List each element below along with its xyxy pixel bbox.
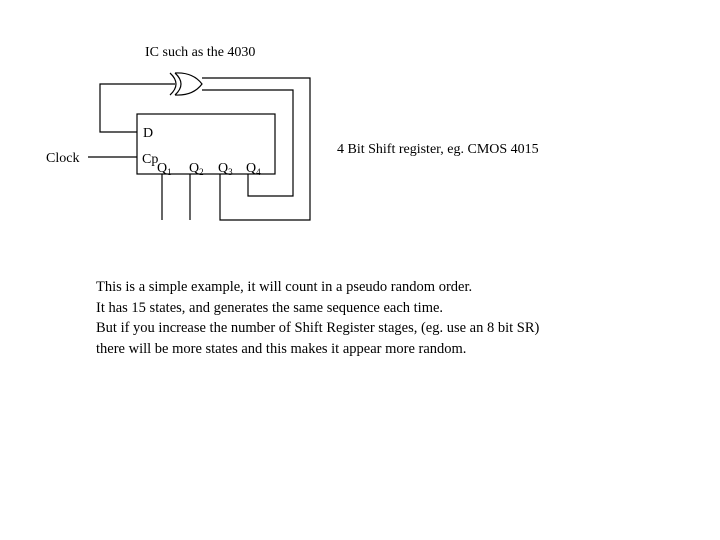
feedback-wire (99, 83, 175, 133)
description-line: It has 15 states, and generates the same… (96, 299, 444, 316)
description-text: This is a simple example, it will count … (96, 277, 696, 359)
shift-register-box (136, 113, 276, 175)
description-line: This is a simple example, it will count … (96, 279, 473, 295)
pin-q1-label: Q1 (157, 161, 172, 177)
gate-label: IC such as the 4030 (145, 45, 255, 60)
description-line: But if you increase the number of Shift … (96, 320, 540, 336)
pin-q2-label: Q2 (189, 161, 204, 177)
pin-cp-label: Cp (142, 152, 158, 167)
pin-q3-label: Q3 (218, 161, 233, 177)
register-label: 4 Bit Shift register, eg. CMOS 4015 (337, 142, 539, 157)
xor-gate-symbol (169, 72, 203, 96)
gate-input-wire-q4 (202, 89, 294, 197)
pin-q4-label: Q4 (246, 161, 261, 177)
clock-label: Clock (46, 151, 79, 166)
gate-input-wire-q3 (202, 77, 311, 221)
pin-d-label: D (143, 126, 153, 141)
description-line: there will be more states and this makes… (96, 340, 467, 357)
